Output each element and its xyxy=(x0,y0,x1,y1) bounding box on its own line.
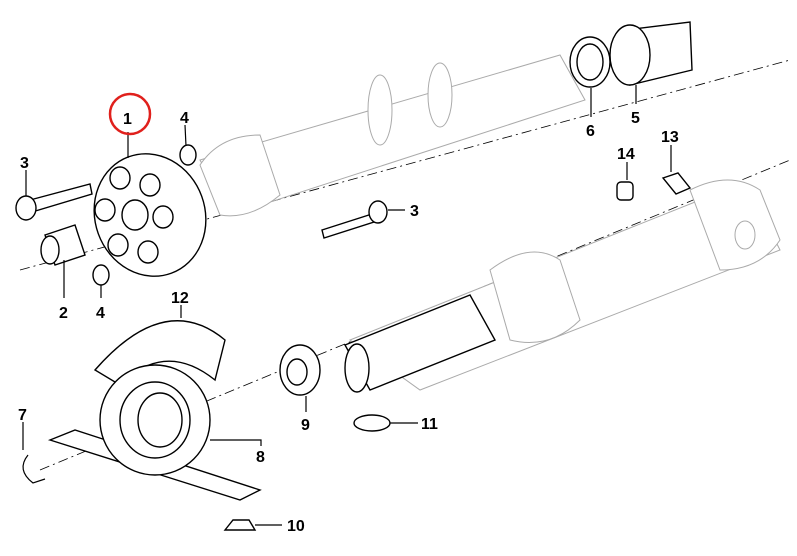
lower-driveshaft xyxy=(344,179,781,393)
leader-lines xyxy=(22,85,672,526)
callout-3b[interactable]: 3 xyxy=(410,203,419,220)
callout-5[interactable]: 5 xyxy=(631,110,640,127)
bushing-5 xyxy=(609,21,693,86)
bolt-13 xyxy=(661,172,692,195)
callout-11[interactable]: 11 xyxy=(421,416,438,433)
callout-9[interactable]: 9 xyxy=(301,417,310,434)
bolt-left xyxy=(15,183,93,221)
callout-13[interactable]: 13 xyxy=(661,129,679,146)
callout-12[interactable]: 12 xyxy=(171,290,189,307)
nut-upper xyxy=(179,144,197,166)
bolt-right xyxy=(321,200,388,239)
bearing-9 xyxy=(279,344,321,396)
callout-4a[interactable]: 4 xyxy=(180,110,189,127)
callout-10[interactable]: 10 xyxy=(287,518,305,535)
callout-7[interactable]: 7 xyxy=(18,407,27,424)
plug-14 xyxy=(616,181,634,201)
nut-lower xyxy=(92,264,110,286)
center-bearing-8 xyxy=(47,364,262,501)
highlight-circle xyxy=(108,92,152,136)
flex-disc xyxy=(93,153,207,277)
nut-10 xyxy=(223,519,257,531)
circlip-7 xyxy=(22,454,46,484)
upper-axis-line xyxy=(19,59,791,271)
callout-3a[interactable]: 3 xyxy=(20,155,29,172)
callout-14[interactable]: 14 xyxy=(617,146,635,163)
sleeve xyxy=(40,224,86,266)
callout-2[interactable]: 2 xyxy=(59,305,68,322)
bushing-6 xyxy=(569,36,611,88)
callout-8[interactable]: 8 xyxy=(256,449,265,466)
callout-1[interactable]: 1 xyxy=(123,111,132,128)
washer-11 xyxy=(353,414,391,432)
callout-4b[interactable]: 4 xyxy=(96,305,105,322)
upper-driveshaft-ghost xyxy=(199,54,586,217)
callout-6[interactable]: 6 xyxy=(586,123,595,140)
